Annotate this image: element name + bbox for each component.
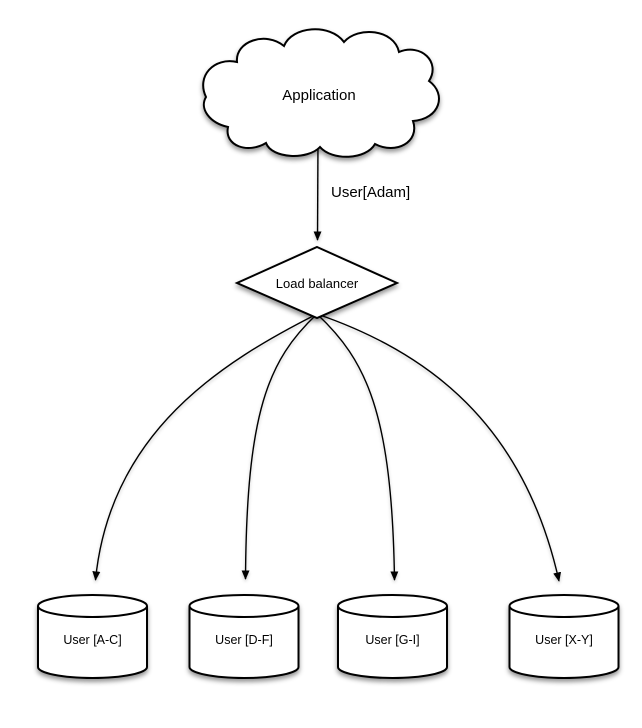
load-balancer-label: Load balancer (276, 276, 359, 291)
database-node-a-c: User [A-C] (37, 594, 148, 679)
edge-label-user-adam: User[Adam] (331, 184, 410, 201)
cylinder-body (508, 606, 620, 679)
database-node-x-y: User [X-Y] (508, 594, 620, 679)
application-node: Application (202, 28, 440, 158)
load-balancer-node: Load balancer (234, 245, 400, 320)
edge-load-balancer-to-db-a-c (92, 313, 318, 581)
cylinder-body (337, 606, 448, 679)
cylinder-top (188, 594, 300, 618)
application-label: Application (282, 87, 355, 104)
cylinder-top (37, 594, 148, 618)
database-node-g-i: User [G-I] (337, 594, 448, 679)
database-label-g-i: User [G-I] (365, 633, 419, 647)
cylinder-body (188, 606, 300, 679)
edge-load-balancer-to-db-g-i (316, 313, 399, 581)
edge-application-to-load-balancer (313, 139, 322, 241)
edge-group (92, 139, 562, 582)
database-label-x-y: User [X-Y] (535, 633, 593, 647)
cloud-shape (202, 28, 440, 158)
cylinder-top (337, 594, 448, 618)
database-label-a-c: User [A-C] (63, 633, 121, 647)
edge-load-balancer-to-db-d-f (241, 313, 318, 580)
database-label-d-f: User [D-F] (215, 633, 273, 647)
cylinder-top (508, 594, 620, 618)
edge-load-balancer-to-db-x-y (316, 313, 562, 582)
cylinder-body (37, 606, 148, 679)
database-node-d-f: User [D-F] (188, 594, 300, 679)
diamond-shape (234, 245, 400, 320)
